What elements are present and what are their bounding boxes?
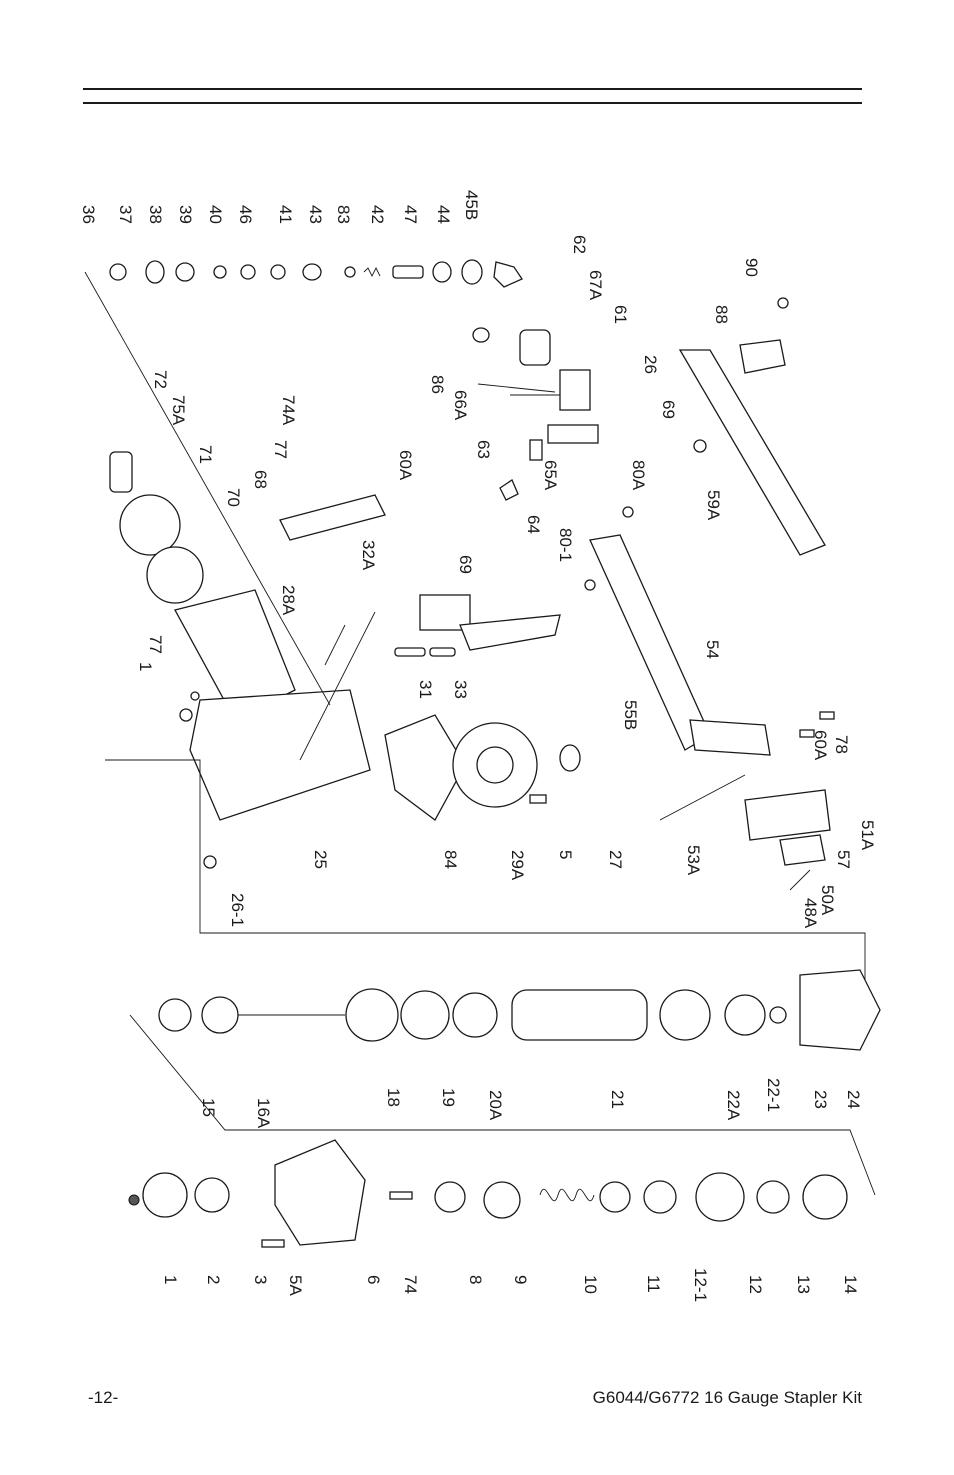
callout-22A: 22A (724, 1090, 743, 1121)
callout-54: 54 (703, 640, 722, 659)
callout-63: 63 (474, 440, 493, 459)
callout-5A: 5A (286, 1275, 305, 1296)
callout-59A: 59A (704, 490, 723, 521)
callout-61: 61 (611, 305, 630, 324)
callout-14: 14 (841, 1275, 860, 1294)
bottom-row-parts (128, 1139, 848, 1248)
callout-74: 74 (401, 1275, 420, 1294)
callout-47: 47 (401, 205, 420, 224)
callout-8: 8 (466, 1275, 485, 1284)
cylinder-row-parts (158, 969, 881, 1051)
callout-38: 38 (146, 205, 165, 224)
callout-20A: 20A (486, 1090, 505, 1121)
callout-12-1: 12-1 (691, 1268, 710, 1302)
callout-21: 21 (608, 1090, 627, 1109)
callout-69-b: 69 (456, 555, 475, 574)
callout-71: 71 (196, 445, 215, 464)
callout-77-b: 77 (146, 635, 165, 654)
callout-26: 26 (641, 355, 660, 374)
callout-48A: 48A (801, 898, 820, 929)
callout-15: 15 (199, 1098, 218, 1117)
upper-right-parts (472, 297, 826, 591)
callout-22-1: 22-1 (764, 1078, 783, 1112)
callout-16A: 16A (254, 1098, 273, 1129)
callout-37: 37 (116, 205, 135, 224)
header-rule-bottom (83, 102, 862, 104)
callout-28A: 28A (279, 585, 298, 616)
callout-68: 68 (251, 470, 270, 489)
callout-84: 84 (441, 850, 460, 869)
callout-50A: 50A (818, 885, 837, 916)
cylinder-row-labels: 15 16A 18 19 20A 21 22A 22-1 23 24 (199, 1078, 863, 1129)
callout-39: 39 (176, 205, 195, 224)
callout-27: 27 (606, 850, 625, 869)
callout-42: 42 (368, 205, 387, 224)
callout-80A: 80A (629, 460, 648, 491)
top-row-labels: 36 37 38 39 40 46 41 43 83 42 47 44 45B (79, 190, 481, 224)
callout-43: 43 (306, 205, 325, 224)
callout-40: 40 (206, 205, 225, 224)
page-number: -12- (88, 1388, 119, 1407)
callout-29A: 29A (508, 850, 527, 881)
callout-74A: 74A (279, 395, 298, 426)
callout-1-a: 1 (136, 662, 155, 671)
callout-10: 10 (581, 1275, 600, 1294)
callout-11: 11 (644, 1275, 663, 1293)
callout-23: 23 (811, 1090, 830, 1109)
callout-57: 57 (834, 850, 853, 869)
alignment-leaders (84, 271, 876, 1196)
callout-26-1: 26-1 (228, 893, 247, 927)
callout-1-b: 1 (161, 1275, 180, 1284)
callout-24: 24 (844, 1090, 863, 1109)
callout-90: 90 (742, 258, 761, 277)
callout-12: 12 (746, 1275, 765, 1294)
callout-62: 62 (570, 235, 589, 254)
top-row-parts (109, 259, 523, 288)
callout-53A: 53A (684, 845, 703, 876)
callout-60A-b: 60A (811, 730, 830, 761)
callout-64: 64 (524, 515, 543, 534)
callout-77-a: 77 (271, 440, 290, 459)
bottom-row-labels: 1 2 3 5A 6 74 8 9 10 11 12-1 12 13 14 (161, 1268, 860, 1302)
middle-labels: 72 75A 71 70 74A 77 68 60A 32A 69 28A 77… (136, 370, 877, 929)
callout-83: 83 (334, 205, 353, 224)
middle-parts (109, 451, 835, 891)
callout-80-1: 80-1 (556, 528, 575, 562)
callout-72: 72 (151, 370, 170, 389)
callout-13: 13 (794, 1275, 813, 1294)
callout-6: 6 (364, 1275, 383, 1284)
callout-70: 70 (224, 488, 243, 507)
callout-2: 2 (204, 1275, 223, 1284)
callout-60A-a: 60A (396, 450, 415, 481)
callout-44: 44 (434, 205, 453, 224)
callout-5-a: 5 (556, 850, 575, 859)
callout-55B: 55B (621, 700, 640, 730)
callout-32A: 32A (359, 540, 378, 571)
callout-51A: 51A (858, 820, 877, 851)
callout-46: 46 (236, 205, 255, 224)
callout-88: 88 (712, 305, 731, 324)
callout-18: 18 (384, 1088, 403, 1107)
callout-31: 31 (416, 680, 435, 699)
callout-69-a: 69 (659, 400, 678, 419)
callout-67A: 67A (586, 270, 605, 301)
callout-65A: 65A (541, 460, 560, 491)
callout-25: 25 (311, 850, 330, 869)
callout-19: 19 (439, 1088, 458, 1107)
callout-45B: 45B (462, 190, 481, 220)
callout-78: 78 (832, 735, 851, 754)
callout-3: 3 (251, 1275, 270, 1284)
callout-9: 9 (511, 1275, 530, 1284)
upper-right-labels: 62 67A 61 26 88 90 66A 86 63 65A 69 59A … (428, 235, 761, 562)
callout-41: 41 (276, 205, 295, 224)
callout-36: 36 (79, 205, 98, 224)
header-rule-top (83, 88, 862, 90)
document-title: G6044/G6772 16 Gauge Stapler Kit (592, 1388, 862, 1407)
callout-75A: 75A (169, 395, 188, 426)
callout-66A: 66A (451, 390, 470, 421)
callout-86: 86 (428, 375, 447, 394)
callout-33: 33 (451, 680, 470, 699)
